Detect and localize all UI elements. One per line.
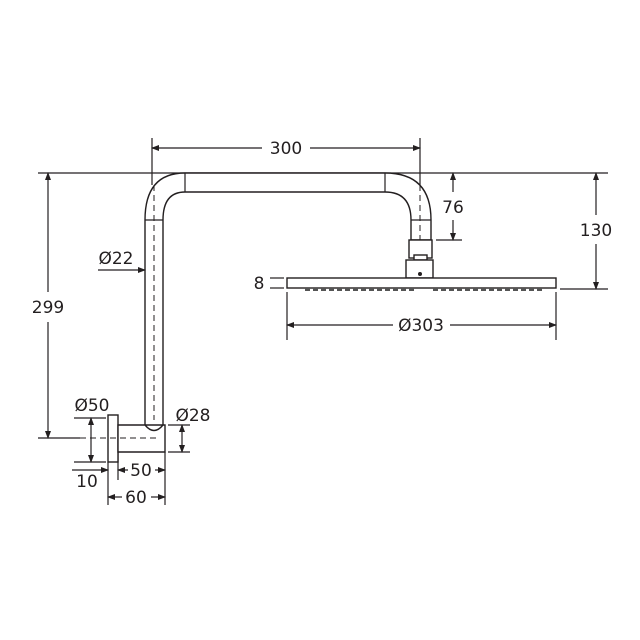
nozzle [401, 288, 406, 291]
nozzle [353, 288, 358, 291]
nozzle [465, 288, 470, 291]
nozzle [505, 288, 510, 291]
dim-wall-projection: 60 [125, 488, 147, 508]
dim-head-thickness: 8 [254, 274, 265, 294]
nozzle [513, 288, 518, 291]
nozzle [497, 288, 502, 291]
nozzle [393, 288, 398, 291]
nozzle [481, 288, 486, 291]
nozzle [377, 288, 382, 291]
nozzle [521, 288, 526, 291]
dim-arm-drop: 76 [442, 198, 464, 218]
dim-body-diameter: Ø28 [175, 406, 210, 426]
dim-head-diameter: Ø303 [398, 316, 444, 336]
dim-body-length: 50 [130, 461, 152, 481]
nozzle [369, 288, 374, 291]
shower-head [286, 239, 557, 291]
nozzle [441, 288, 446, 291]
dim-drop-height: 130 [580, 221, 612, 241]
dim-flange-thickness: 10 [76, 472, 98, 492]
dim-arm-length: 300 [270, 139, 302, 159]
nozzle [473, 288, 478, 291]
nozzle [529, 288, 534, 291]
nozzle [449, 288, 454, 291]
nozzle [385, 288, 390, 291]
nozzles [305, 288, 542, 291]
nozzle [313, 288, 318, 291]
dim-pipe-diameter: Ø22 [98, 249, 133, 269]
nozzle [409, 288, 414, 291]
shower-arm [144, 172, 432, 426]
nozzle [305, 288, 310, 291]
wall-flange [60, 414, 166, 463]
dim-flange-diameter: Ø50 [74, 396, 109, 416]
nozzle [489, 288, 494, 291]
dimension-arrows [45, 145, 599, 500]
nozzle [329, 288, 334, 291]
dim-total-height: 299 [32, 298, 64, 318]
nozzle [361, 288, 366, 291]
nozzle [537, 288, 542, 291]
nozzle [345, 288, 350, 291]
nozzle [321, 288, 326, 291]
nozzle [457, 288, 462, 291]
nozzle [337, 288, 342, 291]
nozzle [433, 288, 438, 291]
